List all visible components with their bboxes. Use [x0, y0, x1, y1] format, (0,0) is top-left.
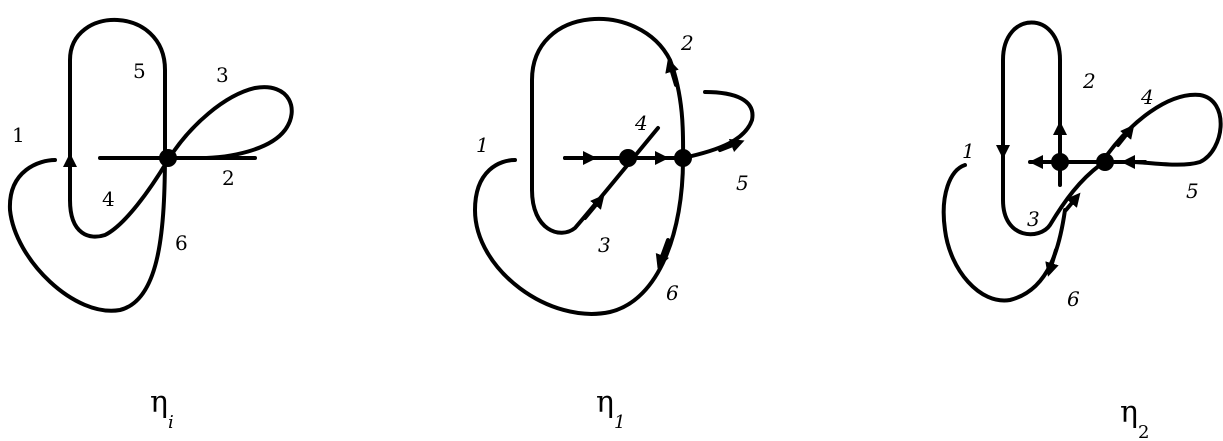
caption-subscript: 2: [1138, 422, 1149, 441]
label-6: 6: [1067, 287, 1080, 311]
label-3: 3: [216, 63, 229, 87]
label-1: 1: [962, 139, 975, 163]
arrow-6: [655, 238, 670, 269]
label-3: 3: [598, 233, 611, 257]
crossing-node-a: [1051, 153, 1069, 171]
strand-5-6: [7, 17, 167, 313]
caption-eta: η: [596, 385, 614, 420]
label-4: 4: [634, 111, 648, 135]
caption-eta: η: [1120, 395, 1138, 430]
caption-eta: η: [150, 385, 168, 420]
arrow-3: [1064, 192, 1081, 212]
arrow-5: [718, 139, 745, 153]
diagram-eta-2: 1 2 3 4 5 6 η 2: [941, 20, 1223, 441]
strand-4-3: [68, 85, 294, 239]
diagram-eta-1: 1 2 3 4 5 6 η 1: [473, 16, 755, 433]
strand-1-6: [1001, 92, 1223, 237]
label-4: 4: [1140, 85, 1154, 109]
crossing-node-a: [619, 149, 637, 167]
label-1: 1: [476, 133, 489, 157]
crossing-node: [159, 149, 177, 167]
label-5: 5: [1186, 179, 1199, 203]
arrow-4: [665, 58, 679, 87]
label-6: 6: [666, 281, 679, 305]
label-2: 2: [680, 31, 694, 55]
label-1: 1: [12, 123, 25, 147]
crossing-node-b: [674, 149, 692, 167]
label-3: 3: [1027, 207, 1040, 231]
strand-2-6: [473, 16, 686, 316]
label-2: 2: [222, 166, 235, 190]
label-4: 4: [102, 187, 115, 211]
strand-horizontal: [563, 90, 755, 160]
diagram-eta-i: 1 2 3 4 5 6 η i: [7, 17, 294, 433]
label-5: 5: [736, 171, 749, 195]
strand-2-loop: [1001, 20, 1062, 202]
label-2: 2: [1082, 69, 1096, 93]
crossing-node-b: [1096, 153, 1114, 171]
arrow-3: [583, 194, 605, 220]
arrow-4: [1116, 124, 1135, 147]
strand-3-4: [530, 126, 660, 235]
arrow-6: [1045, 248, 1059, 277]
caption-subscript: i: [168, 412, 174, 433]
label-5: 5: [133, 59, 146, 83]
label-6: 6: [175, 231, 188, 255]
caption-subscript: 1: [614, 412, 625, 433]
